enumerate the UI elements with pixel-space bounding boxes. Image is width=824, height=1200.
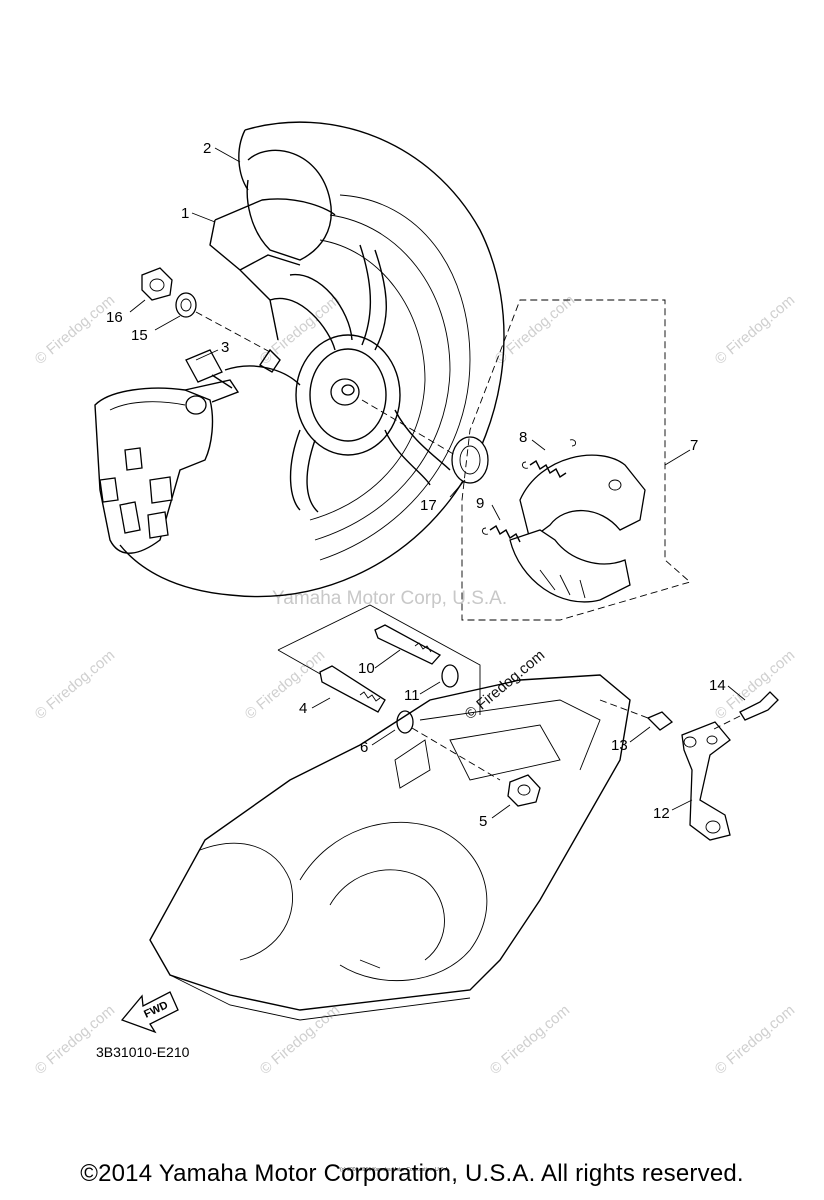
firedog-watermark: © Firedog.com xyxy=(32,292,118,368)
callout-4: 4 xyxy=(299,700,307,717)
firedog-watermark: © Firedog.com xyxy=(487,1002,573,1078)
part-16-shape xyxy=(141,267,173,301)
part-4-shape xyxy=(319,665,386,713)
part-14-shape xyxy=(739,691,779,721)
leader-lines xyxy=(129,147,746,819)
callout-11: 11 xyxy=(404,687,420,704)
firedog-watermark: © Firedog.com xyxy=(257,292,343,368)
callout-14: 14 xyxy=(709,677,726,694)
crankcase xyxy=(149,674,631,1021)
firedog-watermark: © Firedog.com xyxy=(32,1002,118,1078)
wheel-assembly xyxy=(119,121,505,598)
rear-arm-housing xyxy=(94,379,240,554)
fwd-arrow-icon xyxy=(120,991,179,1034)
wheel-spoke xyxy=(269,297,336,351)
callout-labels: 2 1 3 16 15 17 7 8 9 10 11 4 6 5 13 12 1… xyxy=(106,140,726,830)
firedog-watermark: © Firedog.com xyxy=(712,292,798,368)
brake-shoe xyxy=(519,454,646,542)
firedog-watermark: © Firedog.com xyxy=(32,647,118,723)
callout-10: 10 xyxy=(358,660,375,677)
hub-hardware xyxy=(141,267,489,484)
diagram-code: 3B31010-E210 xyxy=(96,1044,190,1060)
tire-section xyxy=(246,149,332,261)
part-13-shape xyxy=(646,711,674,731)
callout-12: 12 xyxy=(653,805,670,822)
copyright-notice: ©2014 Yamaha Motor Corporation, U.S.A. A… xyxy=(80,1160,744,1187)
firedog-watermark: © Firedog.com xyxy=(242,647,328,723)
callout-1: 1 xyxy=(181,205,189,222)
part-17-shape xyxy=(451,436,489,484)
part-3-shape xyxy=(185,349,223,383)
callout-7: 7 xyxy=(690,437,698,454)
callout-6: 6 xyxy=(360,739,368,756)
watermark-layer: © Firedog.com © Firedog.com © Firedog.co… xyxy=(32,292,798,1078)
part-15-shape xyxy=(175,292,197,318)
wheel-hub xyxy=(295,334,401,456)
small-copyright: (c) 2006-2016 Yamaha Motor Corporation, … xyxy=(340,1167,450,1173)
part-11-shape xyxy=(441,664,459,688)
brake-shoe-kit xyxy=(461,299,691,621)
rim-edge xyxy=(214,198,336,221)
callout-8: 8 xyxy=(519,429,527,446)
brake-kit-boundary xyxy=(461,299,691,621)
callout-15: 15 xyxy=(131,327,148,344)
callout-3: 3 xyxy=(221,339,229,356)
part-12-shape xyxy=(681,721,731,841)
spring-9 xyxy=(489,524,521,543)
part-6-shape xyxy=(396,710,414,734)
callout-13: 13 xyxy=(611,737,628,754)
firedog-watermark: © Firedog.com xyxy=(712,1002,798,1078)
part-5-shape xyxy=(507,774,541,807)
callout-2: 2 xyxy=(203,140,211,157)
spring-8 xyxy=(529,459,567,479)
callout-5: 5 xyxy=(479,813,487,830)
firedog-watermark-dark: © Firedog.com xyxy=(462,647,548,723)
brake-lever-assembly xyxy=(599,691,779,841)
yamaha-watermark: Yamaha Motor Corp, U.S.A. xyxy=(272,588,507,609)
callout-17: 17 xyxy=(420,497,437,514)
callout-16: 16 xyxy=(106,309,123,326)
shaft-assembly xyxy=(277,604,541,807)
callout-9: 9 xyxy=(476,495,484,512)
part-10-shape xyxy=(374,624,442,665)
fwd-arrow: FWD xyxy=(120,991,179,1034)
tire-outline xyxy=(119,121,505,598)
